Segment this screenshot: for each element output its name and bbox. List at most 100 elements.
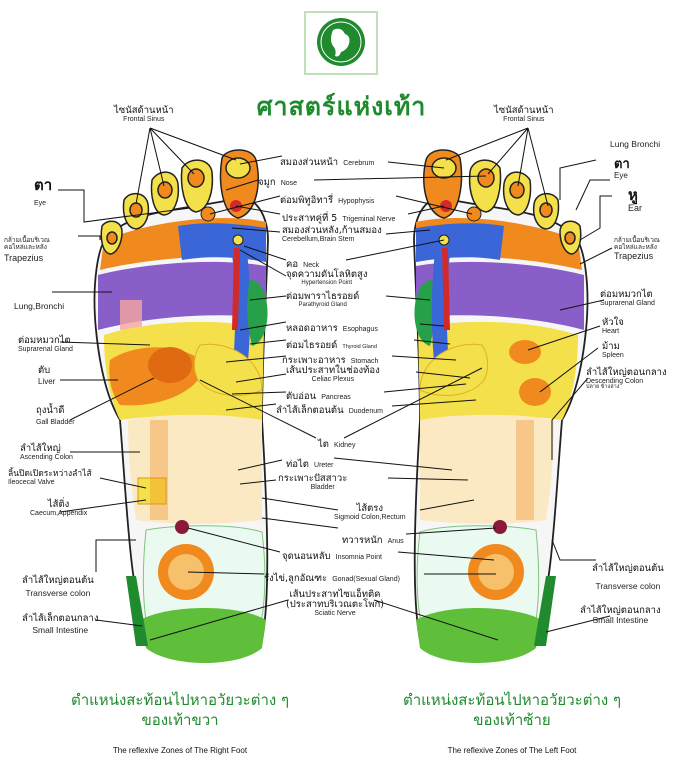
- label-th: ไส้ตรง: [334, 504, 406, 514]
- label-gonad: รังไข่,ลูกอัณฑะ Gonad(Sexual Gland): [264, 568, 400, 585]
- label-eye-left: ตา Eye: [614, 158, 630, 180]
- label-bladder: กระเพาะปัสสาวะ Bladder: [278, 474, 347, 491]
- label-small-intestine-left: ลำไส้ใหญ่ตอนกลาง Small Intestine: [580, 606, 661, 625]
- label-th: ไซนัสด้านหน้า: [494, 106, 554, 116]
- label-trapezius-left: กล้ามเนื้อบริเวณ คอไหล่และหลัง Trapezius: [614, 238, 660, 261]
- label-en: Small Intestine: [22, 626, 98, 635]
- label-th: จุดความดันโลหิตสูง: [286, 270, 367, 280]
- label-th: หลอดอาหาร: [286, 323, 338, 334]
- label-liver: ตับ Liver: [38, 366, 55, 386]
- label-th: ตา: [614, 158, 630, 172]
- label-en: Lung,Bronchi: [14, 302, 64, 311]
- label-en: Kidney: [334, 442, 355, 449]
- label-th: ลำไส้เล็กตอนกลาง: [22, 614, 98, 624]
- label-th: ไต: [318, 439, 329, 450]
- label-transverse-colon-right: ลำไส้ใหญ่ตอนต้น Transverse colon: [22, 576, 94, 598]
- label-ascending-colon: ลำไส้ใหญ่ Ascending Colon: [20, 444, 73, 461]
- label-celiac-plexus: เส้นประสาทในช่องท้อง Celiac Plexus: [286, 366, 380, 383]
- label-frontal-sinus-right: ไซนัสด้านหน้า Frontal Sinus: [114, 106, 174, 123]
- label-sciatic-nerve: เส้นประสาทไซแอ็ทติค (ประสาทบริเวณตะโพก) …: [286, 590, 384, 617]
- label-th: ไซนัสด้านหน้า: [114, 106, 174, 116]
- label-caecum: ไส้ติ่ง Caecum,Appendix: [30, 500, 87, 517]
- label-en: Ileocecal Valve: [8, 479, 92, 486]
- page-title: ศาสตร์แห่งเท้า: [0, 87, 683, 127]
- label-en: Duodenum: [349, 408, 383, 415]
- label-hypertension-point: จุดความดันโลหิตสูง Hypertension Point: [286, 270, 367, 286]
- label-en: Liver: [38, 378, 55, 386]
- label-th: เส้นประสาทในช่องท้อง: [286, 366, 380, 376]
- label-suprarenal-left: ต่อมหมวกไต Suprarenal Gland: [600, 290, 655, 307]
- label-en: Suprarenal Gland: [18, 346, 73, 353]
- label-en: Frontal Sinus: [494, 116, 554, 123]
- label-en: Eye: [614, 172, 630, 180]
- label-en: Cerebrum: [343, 160, 374, 167]
- label-en: Parathyroid Gland: [286, 302, 359, 308]
- label-th: สมองส่วนหลัง,ก้านสมอง: [282, 226, 382, 236]
- left-foot-drawing: [414, 150, 587, 663]
- label-en: Trapezius: [614, 252, 660, 261]
- label-heart: หัวใจ Heart: [602, 318, 624, 335]
- label-th: ลำไส้ใหญ่ตอนต้น: [22, 576, 94, 586]
- label-en: Lung Bronchi: [610, 140, 660, 149]
- label-th: ม้าม: [602, 342, 624, 352]
- caption-line: ของเท้าซ้าย: [372, 710, 652, 730]
- label-en: Insomnia Point: [336, 554, 382, 561]
- label-th: ลำไส้ใหญ่: [20, 444, 73, 454]
- label-ear: หู Ear: [628, 188, 642, 213]
- label-lung-left: Lung Bronchi: [610, 140, 660, 149]
- label-en: Anus: [388, 538, 404, 545]
- label-parathyroid: ต่อมพาราไธรอยด์ Parathyroid Gland: [286, 292, 359, 308]
- label-th: ทวารหนัก: [342, 535, 383, 546]
- label-en: Ascending Colon: [20, 454, 73, 461]
- label-trapezius-right: กล้ามเนื้อบริเวณ คอไหล่และหลัง Trapezius: [4, 238, 50, 263]
- label-th: จมูก: [258, 177, 276, 188]
- label-frontal-sinus-left: ไซนัสด้านหน้า Frontal Sinus: [494, 106, 554, 123]
- caption-line: ตำแหน่งสะท้อนไปหาอวัยวะต่าง ๆ: [40, 690, 320, 710]
- label-th: ลิ้นปิดเปิดระหว่างลำไส้: [8, 470, 92, 479]
- label-th: รังไข่,ลูกอัณฑะ: [264, 573, 327, 584]
- label-trigeminal-nerve: ประสาทคู่ที่ 5 Trigeminal Nerve: [282, 208, 395, 225]
- label-en: Suprarenal Gland: [600, 300, 655, 307]
- label-en: Sigmoid Colon,Rectum: [334, 514, 406, 521]
- label-th: ลำไส้เล็กตอนต้น: [276, 405, 344, 416]
- label-en: Hypertension Point: [286, 280, 367, 286]
- label-en: ปลาย ข้างล่าง: [586, 385, 667, 391]
- label-spleen: ม้าม Spleen: [602, 342, 624, 359]
- label-th: (ประสาทบริเวณตะโพก): [286, 600, 384, 610]
- label-th: ต่อมพิทูอิทารี่: [280, 195, 333, 206]
- label-en: Neck: [303, 262, 319, 269]
- label-en: Spleen: [602, 352, 624, 359]
- label-en: Bladder: [298, 484, 347, 491]
- caption-line: ตำแหน่งสะท้อนไปหาอวัยวะต่าง ๆ: [372, 690, 652, 710]
- label-th: ต่อมพาราไธรอยด์: [286, 292, 359, 302]
- label-en: Esophagus: [343, 326, 378, 333]
- caption-line: ของเท้าขวา: [40, 710, 320, 730]
- label-th: ลำไส้ใหญ่ตอนต้น: [592, 564, 664, 574]
- label-transverse-colon-left: ลำไส้ใหญ่ตอนต้น Transverse colon: [592, 564, 664, 591]
- right-foot-drawing: [95, 150, 268, 663]
- label-duodenum: ลำไส้เล็กตอนต้น Duodenum: [276, 400, 383, 417]
- label-th: สมองส่วนหน้า: [280, 157, 338, 168]
- label-en: Heart: [602, 328, 624, 335]
- label-en: Eye: [34, 200, 52, 207]
- label-th: ลำไส้ใหญ่ตอนกลาง: [586, 368, 667, 378]
- label-suprarenal-right: ต่อมหมวกไต Suprarenal Gland: [18, 336, 73, 353]
- label-th: หู: [628, 188, 642, 204]
- caption-right-foot-th: ตำแหน่งสะท้อนไปหาอวัยวะต่าง ๆ ของเท้าขวา: [40, 690, 320, 731]
- label-th: หัวใจ: [602, 318, 624, 328]
- label-th: ถุงน้ำดี: [36, 406, 75, 416]
- label-en: Gonad(Sexual Gland): [332, 576, 400, 583]
- label-cerebrum: สมองส่วนหน้า Cerebrum: [280, 152, 374, 169]
- label-gall-bladder: ถุงน้ำดี Gall Bladder: [36, 406, 75, 426]
- label-en: Transverse colon: [592, 582, 664, 591]
- label-th: ตา: [34, 178, 52, 194]
- label-ureter: ท่อไต Ureter: [286, 454, 333, 471]
- label-en: Small Intestine: [580, 616, 661, 625]
- label-th: กระเพาะปัสสาวะ: [278, 474, 347, 484]
- label-th: ไส้ติ่ง: [30, 500, 87, 510]
- label-en: Hypophysis: [338, 198, 374, 205]
- label-descending-colon: ลำไส้ใหญ่ตอนกลาง Descending Colon ปลาย ข…: [586, 368, 667, 391]
- label-ileocecal-valve: ลิ้นปิดเปิดระหว่างลำไส้ Ileocecal Valve: [8, 470, 92, 486]
- label-en: Ureter: [314, 462, 333, 469]
